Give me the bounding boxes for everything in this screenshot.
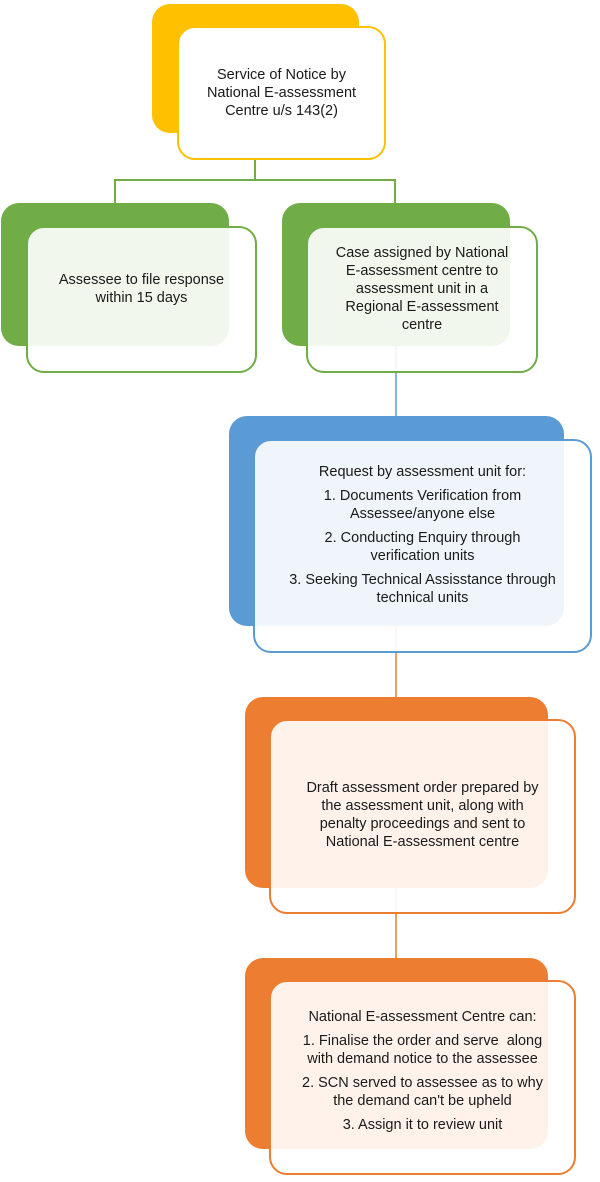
draft-order-line-3: penalty proceedings and sent to <box>319 815 526 832</box>
case-assigned-line-3: assessment unit in a <box>355 280 489 297</box>
request-item-3-line-2: technical units <box>376 590 469 606</box>
request-item-2-line-1: 2. Conducting Enquiry through <box>324 530 521 546</box>
request-item-1-line-1: 1. Documents Verification from <box>323 488 522 504</box>
notice-line-2: National E-assessment <box>206 85 357 101</box>
request-node: Request by assessment unit for: 1. Docum… <box>253 439 592 653</box>
nec-actions-item-1-line-1: 1. Finalise the order and serve along <box>302 1033 543 1049</box>
request-item-3-line-1: 3. Seeking Technical Assisstance through <box>289 572 556 588</box>
draft-order-node: Draft assessment order prepared by the a… <box>269 719 576 914</box>
notice-line-1: Service of Notice by <box>217 67 346 83</box>
edge-notice-to-branches <box>114 159 396 203</box>
assessee-response-line-1: Assessee to file response <box>58 271 225 288</box>
assessee-response-node: Assessee to file response within 15 days <box>26 226 257 373</box>
request-heading: Request by assessment unit for: <box>318 464 527 480</box>
request-item-1: 1. Documents Verification from Assessee/… <box>324 487 521 523</box>
draft-order-line-2: the assessment unit, along with <box>321 797 524 814</box>
nec-actions-item-3: 3. Assign it to review unit <box>343 1116 503 1134</box>
request-item-1-line-2: Assessee/anyone else <box>349 506 496 522</box>
draft-order-line-4: National E-assessment centre <box>325 833 520 850</box>
nec-actions-item-1-line-2: with demand notice to the assessee <box>307 1051 538 1067</box>
case-assigned-line-2: E-assessment centre to <box>345 262 499 279</box>
notice-line-3: Centre u/s 143(2) <box>225 103 338 119</box>
draft-order-line-1: Draft assessment order prepared by <box>306 779 539 796</box>
notice-node: Service of Notice by National E-assessme… <box>177 26 386 160</box>
nec-actions-item-2: 2. SCN served to assessee as to why the … <box>302 1074 543 1110</box>
nec-actions-node: National E-assessment Centre can: 1. Fin… <box>269 980 576 1175</box>
request-item-2-line-2: verification units <box>370 548 475 564</box>
case-assigned-line-4: Regional E-assessment <box>345 298 499 315</box>
case-assigned-line-5: centre <box>401 316 443 333</box>
nec-actions-item-3-line-1: 3. Assign it to review unit <box>342 1117 503 1133</box>
nec-actions-item-2-line-1: 2. SCN served to assessee as to why <box>302 1075 543 1091</box>
assessee-response-line-2: within 15 days <box>95 289 188 306</box>
case-assigned-line-1: Case assigned by National <box>335 244 509 261</box>
nec-actions-item-1: 1. Finalise the order and serve along wi… <box>303 1032 542 1068</box>
case-assigned-node: Case assigned by National E-assessment c… <box>306 226 538 373</box>
request-item-2: 2. Conducting Enquiry through verificati… <box>325 529 521 565</box>
nec-actions-heading: National E-assessment Centre can: <box>308 1009 537 1025</box>
nec-actions-item-2-line-2: the demand can't be upheld <box>333 1093 512 1109</box>
request-item-3: 3. Seeking Technical Assisstance through… <box>289 571 556 607</box>
